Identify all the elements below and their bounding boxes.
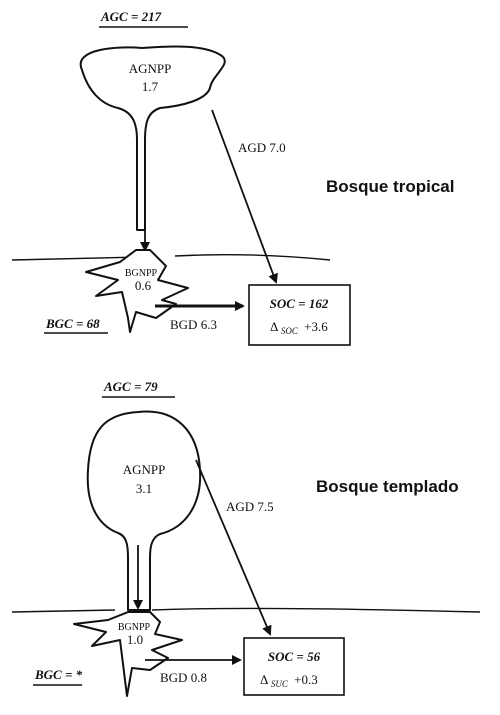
temperate-delta-subscript: SUC: [271, 679, 289, 689]
tropical-roots: [85, 249, 189, 333]
temperate-roots: [73, 611, 183, 697]
tropical-bgnpp-value: 0.6: [135, 278, 152, 293]
temperate-soc-label: SOC = 56: [268, 649, 321, 664]
temperate-agnpp-value: 3.1: [136, 481, 152, 496]
temperate-delta-text: Δ SUC +0.3: [260, 672, 318, 690]
temperate-bgnpp-value: 1.0: [127, 632, 143, 647]
tropical-agd-arrow: [211, 109, 278, 284]
tropical-canopy: [79, 45, 226, 231]
tropical-delta-symbol: Δ: [270, 319, 278, 334]
temperate-panel: Bosque templado AGC = 79 AGNPP 3.1 BGNPP…: [11, 379, 481, 697]
temperate-agnpp-label: AGNPP: [123, 462, 166, 477]
temperate-agd-label: AGD 7.5: [226, 499, 274, 514]
tropical-delta-subscript: SOC: [281, 326, 299, 336]
tropical-ground-line: [11, 253, 331, 261]
tropical-bgnpp-label: BGNPP: [125, 268, 158, 279]
tropical-delta-text: Δ SOC +3.6: [270, 319, 328, 337]
temperate-soc-box: [243, 637, 345, 696]
temperate-title: Bosque templado: [316, 477, 459, 496]
tropical-soc-box: [248, 284, 351, 346]
tropical-title: Bosque tropical: [326, 177, 454, 196]
tropical-agnpp-label: AGNPP: [129, 61, 172, 76]
tropical-agnpp-value: 1.7: [142, 79, 159, 94]
tropical-agc-label: AGC = 217: [100, 9, 162, 24]
temperate-delta-value: +0.3: [294, 672, 318, 687]
tropical-delta-value: +3.6: [304, 319, 328, 334]
temperate-ground-line: [11, 607, 481, 613]
temperate-bgc-label: BGC = *: [34, 667, 83, 682]
tropical-bgd-label: BGD 6.3: [170, 317, 217, 332]
temperate-delta-symbol: Δ: [260, 672, 268, 687]
tropical-soc-label: SOC = 162: [270, 296, 329, 311]
tropical-panel: Bosque tropical AGC = 217 AGNPP 1.7 BGNP…: [11, 9, 454, 346]
temperate-bgd-label: BGD 0.8: [160, 670, 207, 685]
tropical-bgc-label: BGC = 68: [45, 316, 100, 331]
temperate-bgnpp-label: BGNPP: [118, 622, 151, 633]
temperate-agc-label: AGC = 79: [103, 379, 158, 394]
temperate-agd-arrow: [195, 459, 272, 636]
temperate-canopy: [86, 410, 202, 611]
tropical-agd-label: AGD 7.0: [238, 140, 286, 155]
